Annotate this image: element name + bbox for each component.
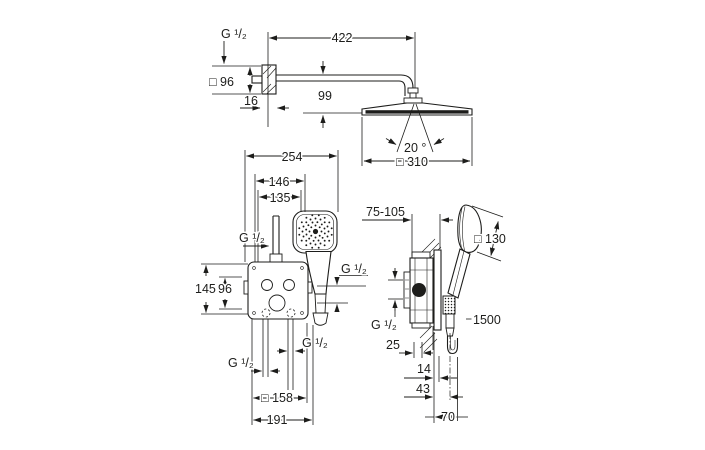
dim-lines-front-view — [201, 150, 368, 425]
dim-thread-outlet-left: G ¹/₂ — [228, 356, 254, 370]
hand-shower-elbow — [312, 312, 329, 326]
dim-drop-height: 99 — [318, 89, 332, 103]
hand-shower-side — [447, 204, 482, 299]
dim-width-146: 146 — [269, 175, 290, 189]
valve-knob-side — [412, 283, 426, 297]
dim-thread-supply: G ¹/₂ — [371, 318, 397, 332]
mixer-front-view: 254 146 135 G ¹/₂ 145 96 G ¹/₂ G ¹/₂ G ¹… — [194, 149, 369, 429]
trim-plate-side — [433, 249, 442, 331]
mixer-main-knob — [268, 294, 286, 312]
dim-install-depth: 75-105 — [366, 205, 405, 219]
dim-height-96: 96 — [218, 282, 232, 296]
dim-arm-length: 422 — [332, 31, 353, 45]
head-shower-connector — [403, 87, 423, 104]
head-shower — [361, 102, 473, 116]
dim-height-145: 145 — [195, 282, 216, 296]
spray-angle-lines — [385, 103, 445, 153]
dim-lines-side-view — [362, 205, 504, 423]
mixer-trim-plate — [243, 261, 313, 320]
dim-thread-top: G ¹/₂ — [239, 231, 265, 245]
spray-face-dots — [298, 214, 333, 249]
head-shower-side-view: G ¹/₂ 422 □ 96 16 99 20 ° □ 310 — [208, 26, 473, 171]
dim-plate-thickness: 16 — [244, 94, 258, 108]
dim-hand-shower-size: □ 130 — [474, 232, 506, 246]
dim-depth-25: 25 — [386, 338, 400, 352]
dim-wall-plate-size: □ 96 — [209, 75, 234, 89]
dim-spray-angle: 20 ° — [404, 141, 426, 155]
dim-head-size: □ 310 — [396, 155, 428, 169]
mixer-knob-right — [283, 279, 295, 291]
dim-thread-arm: G ¹/₂ — [221, 27, 247, 41]
dim-thread-hand-shower: G ¹/₂ — [341, 262, 367, 276]
hand-shower-front — [292, 210, 338, 326]
outlet-pipes — [262, 319, 294, 390]
dim-width-total: 254 — [282, 150, 303, 164]
dim-plate-size-158: □ 158 — [261, 391, 293, 405]
dim-width-bottom: 191 — [267, 413, 288, 427]
dim-hose-length: 1500 — [473, 313, 501, 327]
mixer-knob-left — [261, 279, 273, 291]
supply-pipe — [269, 215, 283, 263]
dim-offset-70: 70 — [441, 410, 455, 424]
shower-arm — [276, 74, 414, 96]
dim-offset-14: 14 — [417, 362, 431, 376]
concealed-valve-body — [403, 251, 434, 329]
mixer-side-view: 75-105 □ 130 G ¹/₂ 25 1500 14 43 70 — [362, 204, 507, 426]
dim-offset-43: 43 — [416, 382, 430, 396]
shower-arm-wall-plate — [251, 64, 277, 95]
dim-width-135: 135 — [270, 191, 291, 205]
dim-lines-top-view — [212, 32, 473, 166]
dim-thread-outlet-right: G ¹/₂ — [302, 336, 328, 350]
hand-shower-holder — [442, 295, 456, 337]
shower-hose — [446, 333, 459, 400]
